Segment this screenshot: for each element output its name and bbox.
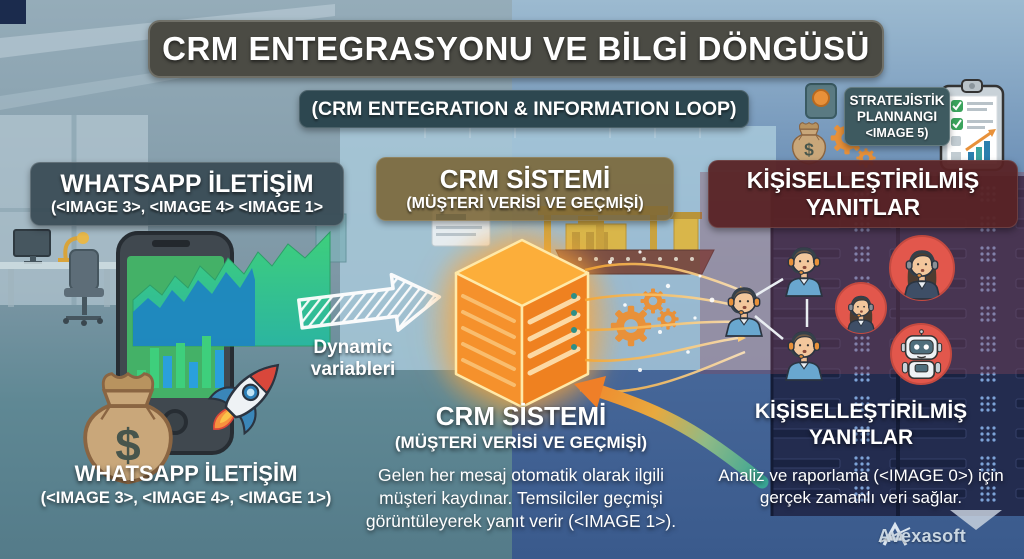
personalized-header-line2: YANITLAR	[805, 194, 921, 220]
personalized-caption-description: Analiz ve raporlama (<IMAGE 0>) için ger…	[718, 465, 1004, 507]
personalized-header: KİŞİSELLEŞTİRİLMİŞ YANITLAR	[708, 160, 1018, 228]
return-arrow-icon	[574, 376, 769, 489]
crm-header: CRM SİSTEMİ (MÜŞTERİ VERİSİ VE GEÇMİŞİ)	[376, 157, 674, 221]
strategic-line3: <IMAGE 5)	[865, 125, 929, 140]
crm-header-title: CRM SİSTEMİ	[439, 164, 611, 195]
whatsapp-header-sub: (<IMAGE 3>, <IMAGE 4> <IMAGE 1>	[50, 199, 324, 217]
crm-caption-title: CRM SİSTEMİ	[435, 401, 607, 431]
strategic-line1: STRATEJİSTİK	[849, 93, 945, 108]
crm-caption-sub: (MÜŞTERİ VERİSİ VE GEÇMİŞİ)	[394, 433, 648, 452]
avatar-badges	[835, 235, 955, 385]
whatsapp-caption: WHATSAPP İLETİŞİM (<IMAGE 3>, <IMAGE 4>,…	[25, 461, 347, 508]
flow-sparkles	[608, 250, 715, 372]
main-title: CRM ENTEGRASYONU VE BİLGİ DÖNGÜSÜ	[162, 30, 870, 67]
whatsapp-caption-sub: (<IMAGE 3>, <IMAGE 4>, <IMAGE 1>)	[40, 489, 332, 507]
chevron-icon	[950, 510, 1002, 530]
brand-logo: Avexasoft	[878, 526, 1018, 547]
agents-network	[724, 246, 824, 382]
sketch-arrow-icon	[297, 272, 442, 332]
rocket-icon	[207, 363, 280, 436]
strategic-line2: PLANNANGI	[856, 109, 938, 125]
whatsapp-header: WHATSAPP İLETİŞİM (<IMAGE 3>, <IMAGE 4> …	[30, 162, 344, 226]
main-title-banner: CRM ENTEGRASYONU VE BİLGİ DÖNGÜSÜ	[148, 20, 884, 78]
subtitle-banner: (CRM ENTEGRATION & INFORMATION LOOP)	[299, 90, 749, 128]
subtitle: (CRM ENTEGRATION & INFORMATION LOOP)	[311, 97, 737, 120]
whatsapp-caption-title: WHATSAPP İLETİŞİM	[74, 461, 298, 486]
crm-caption: CRM SİSTEMİ (MÜŞTERİ VERİSİ VE GEÇMİŞİ) …	[360, 401, 682, 532]
dynamic-variables-label: Dynamic variableri	[286, 337, 420, 380]
dynamic-label-line2: variableri	[310, 358, 396, 380]
area-chart-blue	[133, 268, 255, 346]
dynamic-label-line1: Dynamic	[313, 337, 393, 358]
personalized-caption-line1: KİŞİSELLEŞTİRİLMİŞ	[754, 400, 968, 423]
strategic-planning-badge: STRATEJİSTİK PLANNANGI <IMAGE 5)	[844, 87, 950, 147]
personalized-caption-line2: YANITLAR	[808, 426, 914, 450]
crm-caption-description: Gelen her mesaj otomatik olarak ilgili m…	[365, 465, 677, 531]
mini-bar-chart-icon	[965, 129, 996, 161]
whatsapp-header-title: WHATSAPP İLETİŞİM	[60, 169, 314, 198]
crm-cube-illustration	[420, 217, 624, 433]
personalized-caption: KİŞİSELLEŞTİRİLMİŞ YANITLAR Analiz ve ra…	[702, 399, 1020, 509]
report-clipboard-icon	[939, 79, 1005, 172]
personalized-header-line1: KİŞİSELLEŞTİRİLMİŞ	[746, 166, 980, 193]
logo-mark	[879, 510, 1002, 546]
crm-header-sub: (MÜŞTERİ VERİSİ VE GEÇMİŞİ)	[406, 194, 644, 212]
brand-logo-text: Avexasoft	[878, 526, 967, 546]
